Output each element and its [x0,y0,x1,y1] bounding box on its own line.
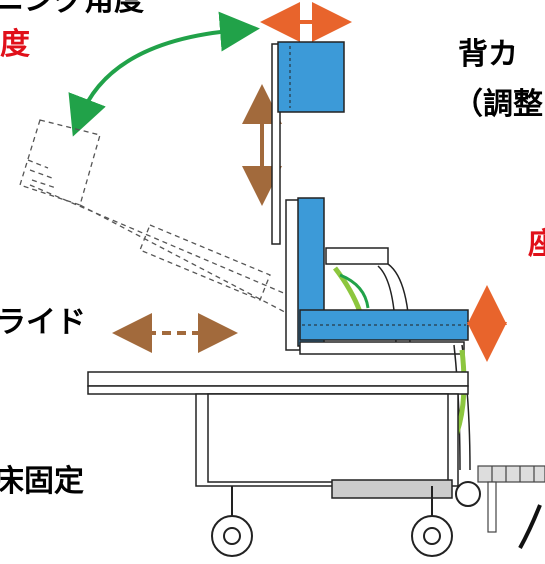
wheels [211,481,481,557]
slide-label: ライド [0,305,86,340]
footrest-rotate-arrow [518,504,542,549]
recline-arc-arrow [68,11,260,137]
chair-frame [299,341,471,471]
seat-strap [333,266,363,313]
base-platform [87,371,469,499]
backrest-adjust-label: （調整 [453,87,543,122]
recline-angle-red-label: 度 [0,27,30,62]
footrest [477,465,545,533]
backrest-label: 背カ [458,37,518,72]
seat-red-label: 座 [528,227,545,262]
floor-fixed-label: 床固定 [0,464,84,499]
reclined-backrest-ghost [19,119,301,321]
headrest [271,41,345,245]
